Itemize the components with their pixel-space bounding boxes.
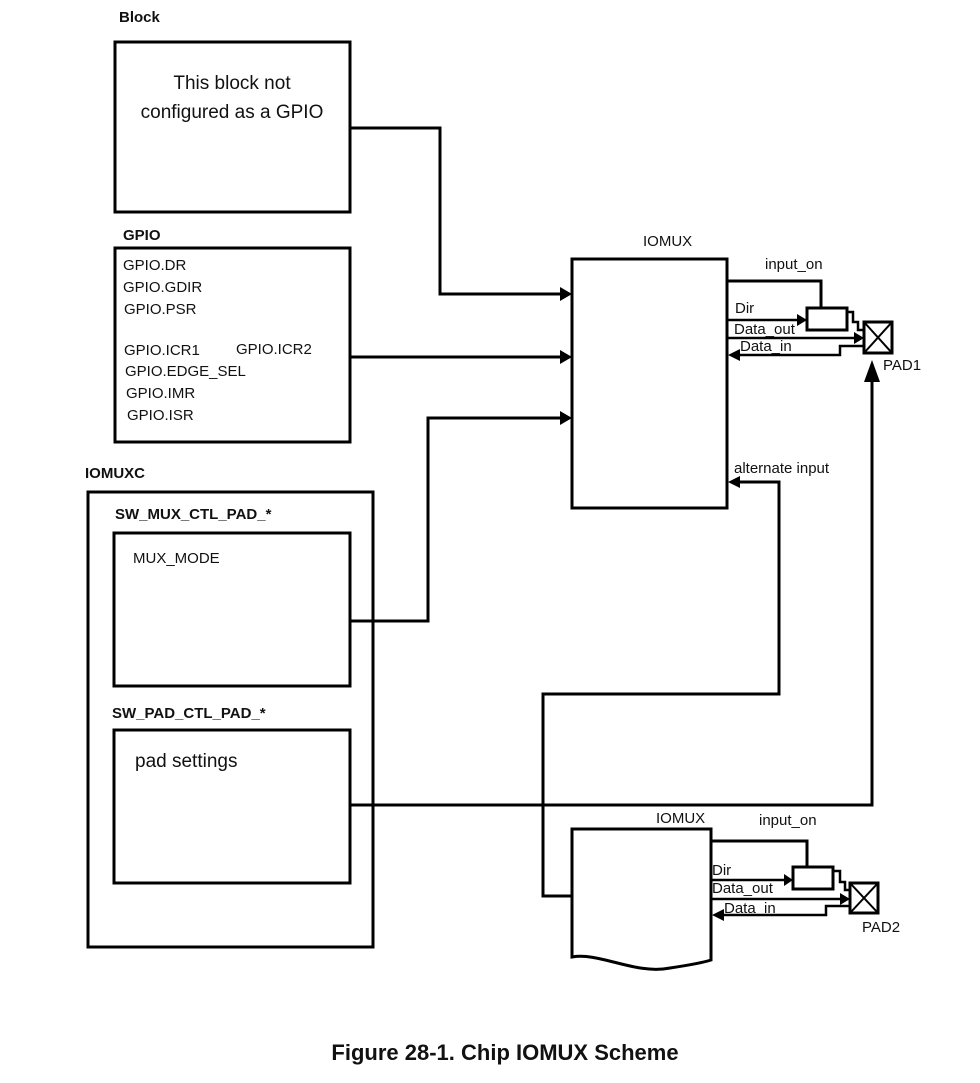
iomux2-title: IOMUX <box>656 810 705 827</box>
iomux1-box <box>570 257 729 510</box>
gpio-reg-isr: GPIO.ISR <box>127 407 194 424</box>
block-text-line2: configured as a GPIO <box>141 102 324 123</box>
arrow-gpio-to-iomux <box>560 350 572 364</box>
iomux2-box <box>570 827 713 971</box>
gpio-reg-dr: GPIO.DR <box>123 257 187 274</box>
block-box <box>113 40 352 214</box>
iomux2-input-on-label: input_on <box>759 812 817 829</box>
wire-alternate-input <box>541 480 781 898</box>
iomux2-input-on-wire <box>711 839 809 866</box>
pad1-label: PAD1 <box>883 357 921 374</box>
pad-settings-label: pad settings <box>135 751 237 772</box>
iomux2-data-in-label: Data_in <box>724 900 776 917</box>
wire-block-to-iomux <box>350 126 560 296</box>
block-title: Block <box>119 9 161 26</box>
arrow-mux-ctl-to-iomux <box>560 411 572 425</box>
gpio-reg-icr2: GPIO.ICR2 <box>236 341 312 358</box>
figure-caption: Figure 28-1. Chip IOMUX Scheme <box>331 1040 678 1065</box>
gpio-title: GPIO <box>123 227 161 244</box>
iomux1-data-in-wire <box>738 344 864 357</box>
iomux1-buffer <box>805 306 849 332</box>
iomux2-data-in-wire <box>723 904 850 917</box>
iomux2-data-in-arrow <box>712 909 724 921</box>
arrow-alternate-input <box>728 476 740 488</box>
iomux1-alternate-input-label: alternate input <box>734 460 830 477</box>
iomux1-input-on-wire <box>727 279 823 308</box>
pad-ctl-title: SW_PAD_CTL_PAD_* <box>112 705 266 722</box>
iomux2-data-out-arrow <box>840 893 850 905</box>
mux-ctl-box <box>112 531 352 688</box>
iomux1-buffer-to-pad-wire <box>847 310 863 332</box>
iomux1-data-in-label: Data_in <box>740 338 792 355</box>
iomux2-buffer-to-pad-wire <box>833 869 850 892</box>
iomux2-data-out-label: Data_out <box>712 880 774 897</box>
iomux1-data-in-arrow <box>728 349 740 361</box>
iomux2-dir-label: Dir <box>712 862 731 879</box>
mux-mode-label: MUX_MODE <box>133 550 220 567</box>
iomuxc-title: IOMUXC <box>85 465 145 482</box>
arrow-pad-settings-to-pad1 <box>864 360 880 382</box>
gpio-reg-psr: GPIO.PSR <box>124 301 197 318</box>
block-text-line1: This block not <box>173 73 291 94</box>
gpio-reg-imr: GPIO.IMR <box>126 385 195 402</box>
arrow-block-to-iomux <box>560 287 572 301</box>
iomux2-dir-arrow <box>784 874 793 886</box>
iomux1-title: IOMUX <box>643 233 692 250</box>
gpio-reg-icr1: GPIO.ICR1 <box>124 342 200 359</box>
iomux1-dir-arrow <box>797 314 807 326</box>
wire-pad-settings-to-pad1 <box>350 380 874 807</box>
iomux1-dir-label: Dir <box>735 300 754 317</box>
gpio-box <box>113 246 352 444</box>
pad1-icon <box>862 320 894 355</box>
iomux1-data-out-label: Data_out <box>734 321 796 338</box>
iomux2-buffer <box>791 865 835 891</box>
pad2-label: PAD2 <box>862 919 900 936</box>
wire-mux-ctl-to-iomux <box>350 416 560 623</box>
iomux1-input-on-label: input_on <box>765 256 823 273</box>
pad2-icon <box>848 881 880 915</box>
gpio-reg-edge-sel: GPIO.EDGE_SEL <box>125 363 246 380</box>
iomux1-data-out-arrow <box>854 332 864 344</box>
gpio-reg-gdir: GPIO.GDIR <box>123 279 202 296</box>
mux-ctl-title: SW_MUX_CTL_PAD_* <box>115 506 272 523</box>
